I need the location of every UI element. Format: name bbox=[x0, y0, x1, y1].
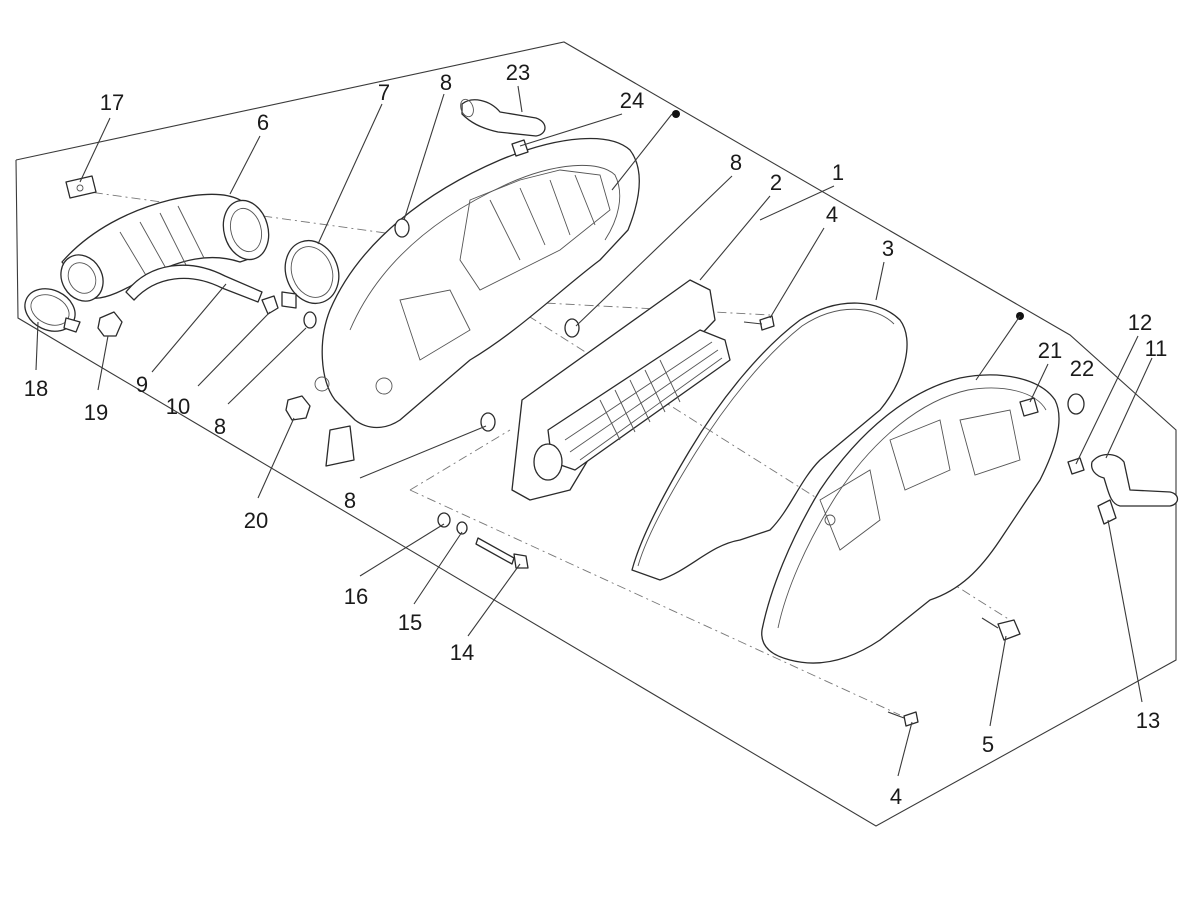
part-clip-21 bbox=[1019, 397, 1039, 417]
part-washer-15 bbox=[456, 521, 468, 535]
label-19: 19 bbox=[84, 400, 108, 425]
part-cap-22 bbox=[1067, 393, 1085, 415]
label-9: 9 bbox=[136, 372, 148, 397]
part-washer-16 bbox=[437, 512, 451, 528]
part-cover-5 bbox=[761, 374, 1060, 664]
label-8c: 8 bbox=[214, 414, 226, 439]
part-band-clamp-7 bbox=[281, 239, 340, 309]
label-6: 6 bbox=[257, 110, 269, 135]
part-drain-hose-11 bbox=[1090, 453, 1179, 507]
part-hose-9 bbox=[125, 264, 263, 303]
leader-lines bbox=[35, 85, 1153, 777]
label-4b: 4 bbox=[890, 784, 902, 809]
label-7: 7 bbox=[378, 80, 390, 105]
label-10: 10 bbox=[166, 394, 190, 419]
label-20: 20 bbox=[244, 508, 268, 533]
label-3: 3 bbox=[882, 236, 894, 261]
part-screw-5 bbox=[981, 617, 1021, 641]
part-intake-duct-6 bbox=[60, 193, 270, 302]
label-24: 24 bbox=[620, 88, 644, 113]
label-12: 12 bbox=[1128, 310, 1152, 335]
part-clamp-18 bbox=[24, 288, 81, 333]
label-2: 2 bbox=[770, 170, 782, 195]
label-11: 11 bbox=[1145, 336, 1168, 361]
label-15: 15 bbox=[398, 610, 422, 635]
part-labels: 17 6 7 8 23 24 8 1 2 4 3 12 11 21 22 18 … bbox=[24, 60, 1168, 809]
part-nut-19 bbox=[97, 311, 123, 337]
part-screw-4b bbox=[887, 711, 919, 727]
label-17: 17 bbox=[100, 90, 124, 115]
part-grommet-8b bbox=[564, 318, 580, 338]
label-8b: 8 bbox=[730, 150, 742, 175]
part-clip-17 bbox=[65, 175, 97, 199]
label-21: 21 bbox=[1038, 338, 1062, 363]
label-14: 14 bbox=[450, 640, 474, 665]
part-screw-4a bbox=[743, 315, 775, 331]
marker-dot bbox=[672, 110, 680, 118]
label-8a: 8 bbox=[440, 70, 452, 95]
part-clip-24 bbox=[511, 139, 529, 157]
part-airbox-housing-1 bbox=[314, 137, 640, 467]
part-filter-element-2 bbox=[511, 279, 731, 501]
part-breather-hose-23 bbox=[460, 98, 546, 137]
label-4a: 4 bbox=[826, 202, 838, 227]
label-8d: 8 bbox=[344, 488, 356, 513]
part-grommet-8c bbox=[303, 311, 317, 329]
part-nut-20 bbox=[285, 395, 311, 421]
assembly-boundary bbox=[15, 41, 1177, 827]
part-bolt-14 bbox=[475, 537, 529, 569]
label-16: 16 bbox=[344, 584, 368, 609]
part-gasket-3 bbox=[631, 302, 908, 581]
label-5: 5 bbox=[982, 732, 994, 757]
label-1: 1 bbox=[832, 160, 844, 185]
label-13: 13 bbox=[1136, 708, 1160, 733]
label-22: 22 bbox=[1070, 356, 1094, 381]
part-clip-12 bbox=[1067, 457, 1085, 475]
label-18: 18 bbox=[24, 376, 48, 401]
part-grommet-8d bbox=[480, 412, 496, 432]
label-23: 23 bbox=[506, 60, 530, 85]
part-bracket-13 bbox=[1097, 499, 1117, 525]
part-grommet-8a bbox=[394, 218, 410, 238]
part-clip-10 bbox=[261, 295, 279, 315]
